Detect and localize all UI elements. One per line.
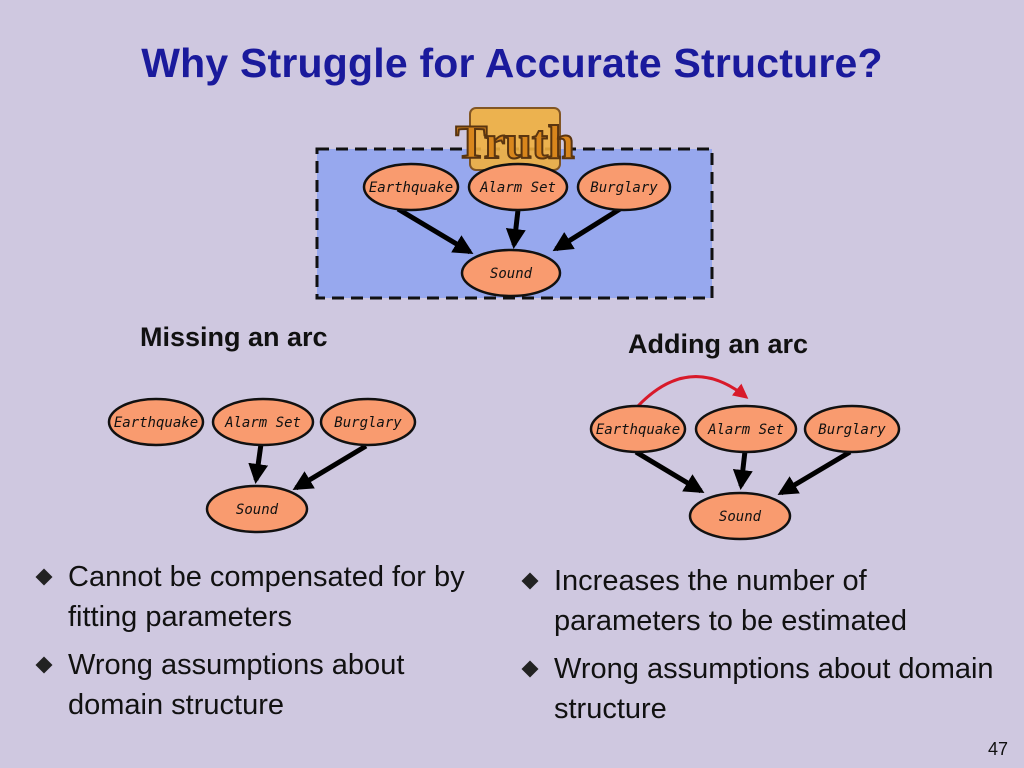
slide-number: 47 xyxy=(987,739,1008,759)
missing-arc-heading: Missing an arc xyxy=(140,322,328,352)
node-earthquake[interactable]: Earthquake xyxy=(107,397,205,447)
node-alarm-set[interactable]: Alarm Set xyxy=(467,162,569,212)
node-label: Sound xyxy=(719,509,762,525)
diamond-bullet-icon xyxy=(521,572,539,590)
node-sound[interactable]: Sound xyxy=(460,248,562,298)
bullet-text: Cannot be compensated for by fitting par… xyxy=(68,561,465,633)
node-label: Earthquake xyxy=(369,180,453,196)
node-label: Alarm Set xyxy=(224,415,301,431)
node-label: Burglary xyxy=(818,422,886,438)
diamond-bullet-icon xyxy=(35,656,53,674)
truth-network: Truth Earthquake Alarm Set Burglary Soun… xyxy=(315,107,714,300)
node-sound[interactable]: Sound xyxy=(205,484,309,534)
node-label: Burglary xyxy=(590,180,658,196)
node-label: Earthquake xyxy=(114,415,198,431)
arc-burglary-sound xyxy=(552,206,622,252)
bullet-text: Wrong assumptions about domain structure xyxy=(554,653,994,725)
node-label: Alarm Set xyxy=(479,180,556,196)
node-label: Earthquake xyxy=(596,422,680,438)
slide-title: Why Struggle for Accurate Structure? xyxy=(141,40,883,86)
missing-arc-bullets: Cannot be compensated for by fitting par… xyxy=(35,557,478,733)
adding-arc-network: Earthquake Alarm Set Burglary Sound xyxy=(589,375,901,541)
node-alarm-set[interactable]: Alarm Set xyxy=(694,404,798,454)
arc-burglary-sound xyxy=(292,443,368,491)
node-sound[interactable]: Sound xyxy=(688,491,792,541)
bullet-item: Wrong assumptions about domain structure xyxy=(35,645,478,725)
node-earthquake[interactable]: Earthquake xyxy=(589,404,687,454)
arc-earthquake-sound xyxy=(634,449,705,494)
node-burglary[interactable]: Burglary xyxy=(319,397,417,447)
arc-alarmset-sound xyxy=(505,209,526,249)
adding-arc-heading: Adding an arc xyxy=(628,329,809,359)
arc-alarmset-sound xyxy=(732,450,753,490)
node-label: Alarm Set xyxy=(707,422,784,438)
node-alarm-set[interactable]: Alarm Set xyxy=(211,397,315,447)
node-earthquake[interactable]: Earthquake xyxy=(362,162,460,212)
node-label: Burglary xyxy=(334,415,402,431)
node-burglary[interactable]: Burglary xyxy=(576,162,672,212)
missing-arc-network: Earthquake Alarm Set Burglary Sound xyxy=(107,397,417,534)
truth-badge-label: Truth xyxy=(455,116,574,169)
adding-arc-bullets: Increases the number of parameters to be… xyxy=(521,561,994,737)
bullet-text: Increases the number of parameters to be… xyxy=(554,565,908,637)
node-label: Sound xyxy=(236,502,279,518)
diamond-bullet-icon xyxy=(35,568,53,586)
bullet-item: Increases the number of parameters to be… xyxy=(521,561,994,641)
arc-burglary-sound xyxy=(777,449,852,496)
bullet-item: Cannot be compensated for by fitting par… xyxy=(35,557,478,637)
diamond-bullet-icon xyxy=(521,660,539,678)
truth-badge: Truth xyxy=(454,107,576,171)
arc-alarmset-sound xyxy=(248,443,269,484)
bullet-text: Wrong assumptions about domain structure xyxy=(68,649,405,721)
bullet-item: Wrong assumptions about domain structure xyxy=(521,649,994,729)
node-label: Sound xyxy=(490,266,533,282)
added-arc-earthquake-alarmset xyxy=(636,375,749,408)
arc-earthquake-sound xyxy=(396,206,474,255)
node-burglary[interactable]: Burglary xyxy=(803,404,901,454)
